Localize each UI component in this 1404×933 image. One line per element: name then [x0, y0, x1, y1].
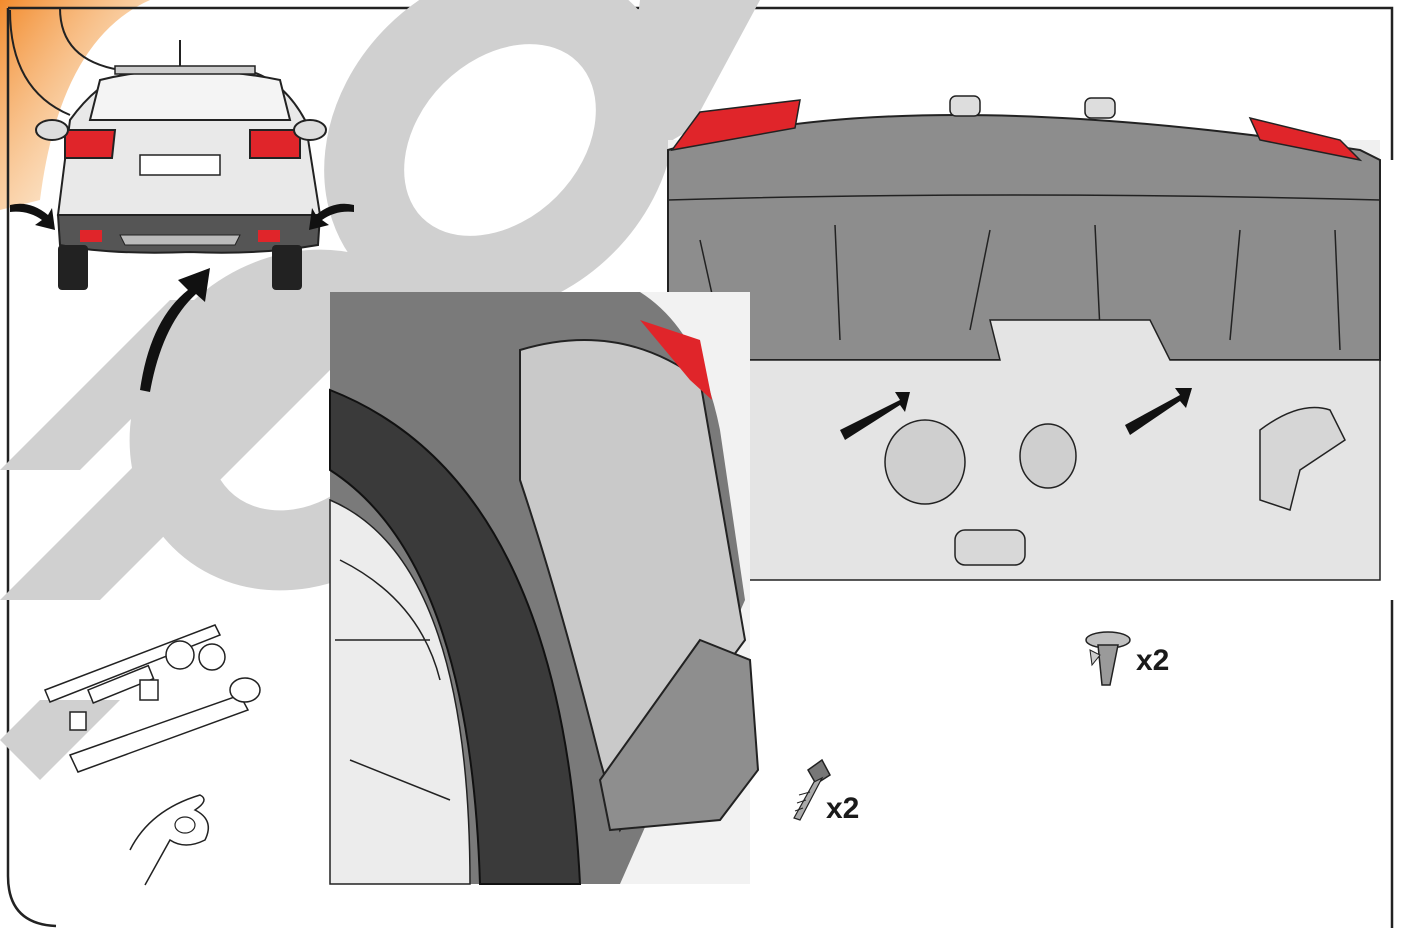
- car-rear-view: [10, 40, 354, 392]
- bumper-underside-view: [667, 95, 1381, 581]
- hand-icon: [129, 794, 210, 886]
- screw-quantity-label: x2: [826, 792, 860, 825]
- self-tapping-screw-icon: [793, 758, 831, 821]
- tool-kit-icon: [44, 624, 261, 773]
- push-clip-icon: [1085, 631, 1131, 686]
- clip-quantity-label: x2: [1136, 644, 1170, 677]
- corner-accent: [0, 0, 150, 210]
- wheel-arch-view: [329, 292, 760, 885]
